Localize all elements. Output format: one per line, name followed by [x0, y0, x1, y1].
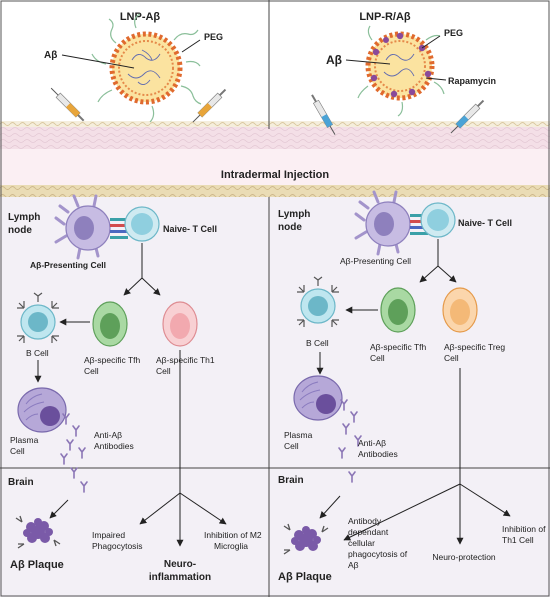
left-plasma-label-2: Cell	[10, 446, 25, 456]
right-treg-label-2: Cell	[444, 353, 459, 363]
right-antibodies-label-1: Anti-Aβ	[358, 438, 386, 448]
left-syringe-2-icon	[192, 88, 227, 123]
right-branch-arrow-tfh	[419, 265, 439, 283]
left-tfh-cell	[92, 301, 128, 347]
right-tfh-label-1: Aβ-specific Tfh	[370, 342, 426, 352]
right-arrow-inhibition	[459, 483, 511, 517]
left-branch-arrow-th1	[141, 277, 161, 296]
left-antibodies-label-2: Antibodies	[94, 441, 134, 451]
lower-background	[0, 185, 550, 597]
right-naive-label: Naive- T Cell	[458, 218, 512, 228]
right-inhib-label-2: Th1 Cell	[502, 535, 534, 545]
right-naive-t-cell	[420, 202, 456, 238]
right-syringe-1-icon	[311, 94, 336, 135]
right-tcr-complex	[410, 214, 428, 235]
right-rapamycin-pointer	[425, 77, 447, 81]
right-lymph-label-2: node	[278, 222, 302, 233]
left-arrow-inhibition	[179, 492, 227, 525]
left-lymph-label-1: Lymph	[8, 212, 40, 223]
left-tfh-label-1: Aβ-specific Tfh	[84, 355, 140, 365]
right-ab-pointer	[345, 59, 391, 65]
left-inhib-label-2: Microglia	[214, 541, 248, 551]
right-treg-cell	[442, 287, 478, 333]
left-naive-t-cell	[124, 206, 160, 242]
left-th1-cell	[162, 301, 198, 347]
left-antibodies-label-1: Anti-Aβ	[94, 430, 122, 440]
right-branch-arrow-treg	[437, 265, 457, 283]
left-inhib-label-1: Inhibition of M2	[204, 530, 262, 540]
left-neuro-label-2: inflammation	[149, 572, 211, 583]
left-ab-label: Aβ	[44, 50, 57, 61]
left-apc-cell	[54, 194, 111, 260]
left-neuro-label-1: Neuro-	[164, 559, 196, 570]
top-background	[0, 0, 550, 130]
left-plasma-label-1: Plasma	[10, 435, 39, 445]
left-syringe-1-icon	[50, 87, 85, 122]
lnp-ab-nanoparticle	[91, 13, 202, 123]
injection-label: Intradermal Injection	[221, 169, 329, 181]
left-peg-pointer	[181, 39, 201, 53]
right-plasma-label-2: Cell	[284, 441, 299, 451]
right-apc-label: Aβ-Presenting Cell	[340, 256, 411, 266]
right-ab-label: Aβ	[326, 53, 342, 67]
left-tfh-label-2: Cell	[84, 366, 99, 376]
right-adcp-label-4: phagocytosis of	[348, 549, 408, 559]
right-peg-pointer	[421, 35, 441, 49]
left-peg-label: PEG	[204, 32, 223, 42]
left-ab-plaque	[15, 515, 61, 549]
lnp-r-ab-nanoparticle	[357, 25, 445, 117]
right-arrow-adcp	[343, 483, 461, 541]
right-tfh-label-2: Cell	[370, 353, 385, 363]
left-apc-label: Aβ-Presenting Cell	[30, 260, 106, 270]
right-arrow-to-plaque	[319, 495, 341, 519]
left-lymph-label-2: node	[8, 225, 32, 236]
left-bcell-label: B Cell	[26, 348, 49, 358]
right-plaque-label: Aβ Plaque	[278, 571, 332, 583]
right-inhib-label-1: Inhibition of	[502, 524, 546, 534]
right-lymph-label-1: Lymph	[278, 209, 310, 220]
left-ab-pointer	[61, 54, 135, 69]
right-plasma-cell	[293, 375, 343, 421]
skin-layer	[0, 121, 550, 197]
left-plasma-cell	[17, 387, 67, 433]
right-antibodies-group	[338, 399, 362, 483]
left-arrow-impaired	[139, 492, 181, 525]
right-title: LNP-R/Aβ	[359, 11, 411, 23]
left-impaired-label-1: Impaired	[92, 530, 125, 540]
right-syringe-2-icon	[450, 99, 485, 134]
right-brain-label: Brain	[278, 475, 304, 486]
right-tfh-cell	[380, 287, 416, 333]
right-plasma-label-1: Plasma	[284, 430, 313, 440]
left-naive-label: Naive- T Cell	[163, 224, 217, 234]
right-neuroprot-label: Neuro-protection	[432, 552, 496, 562]
right-treg-label-1: Aβ-specific Treg	[444, 342, 505, 352]
left-impaired-label-2: Phagocytosis	[92, 541, 143, 551]
right-adcp-label-1: Antibody	[348, 516, 382, 526]
right-b-cell	[297, 276, 339, 327]
right-peg-label: PEG	[444, 28, 463, 38]
left-antibodies-group	[60, 413, 88, 493]
left-b-cell	[17, 292, 59, 343]
left-brain-label: Brain	[8, 477, 34, 488]
right-rapamycin-label: Rapamycin	[448, 76, 496, 86]
left-plaque-label: Aβ Plaque	[10, 559, 64, 571]
right-adcp-label-5: Aβ	[348, 560, 359, 570]
right-bcell-label: B Cell	[306, 338, 329, 348]
right-adcp-label-2: dependant	[348, 527, 389, 537]
right-adcp-label-3: cellular	[348, 538, 375, 548]
left-arrow-to-plaque	[49, 499, 69, 519]
right-apc-cell	[354, 190, 411, 256]
left-title: LNP-Aβ	[120, 11, 161, 23]
right-ab-plaque	[283, 523, 329, 555]
left-branch-arrow-tfh	[123, 277, 143, 296]
left-th1-label-1: Aβ-specific Th1	[156, 355, 215, 365]
right-antibodies-label-2: Antibodies	[358, 449, 398, 459]
left-tcr-complex	[110, 218, 128, 239]
left-th1-label-2: Cell	[156, 366, 171, 376]
